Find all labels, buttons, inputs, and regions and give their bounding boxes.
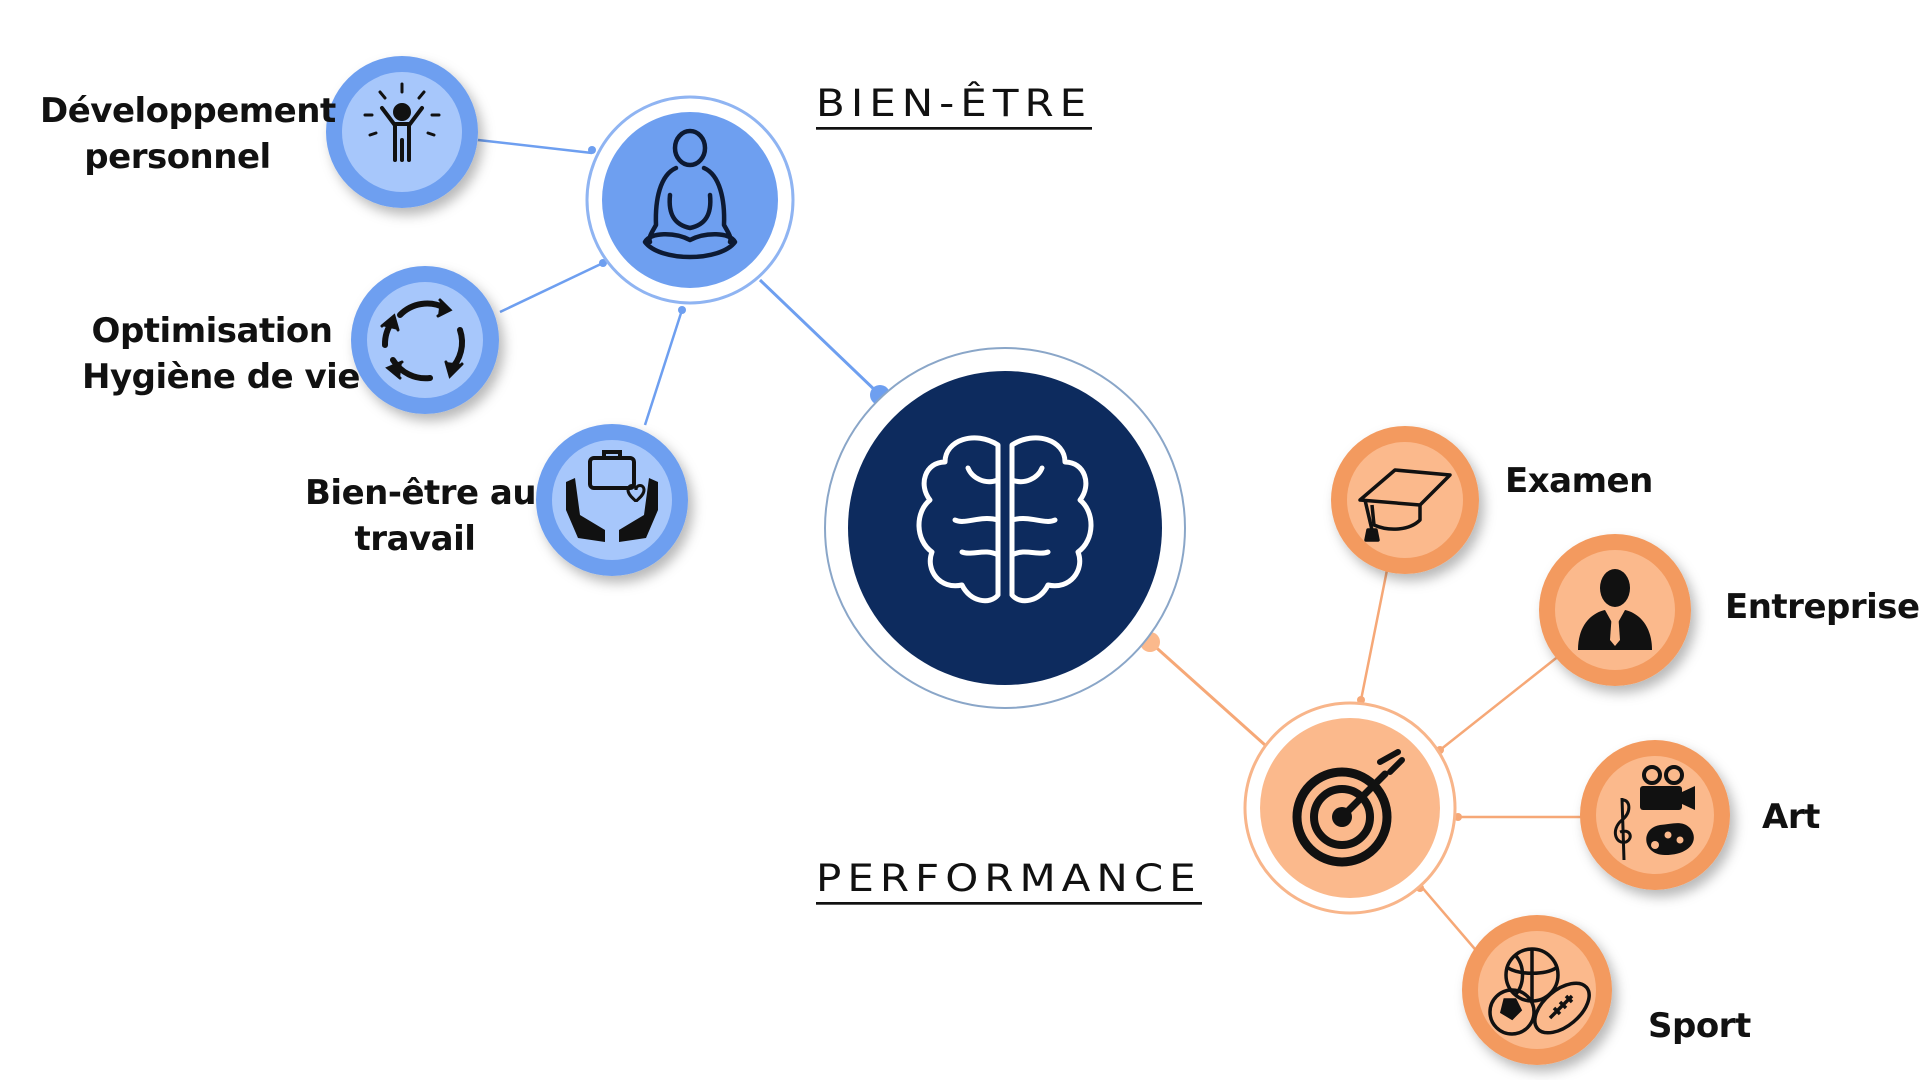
center-hub <box>824 347 1186 709</box>
label-line: Bien-être au <box>305 473 537 513</box>
label-sport: Sport <box>1648 1006 1751 1046</box>
node-art <box>1580 740 1730 890</box>
person-radiating-icon <box>363 82 441 162</box>
label-examen: Examen <box>1505 461 1653 501</box>
wellbeing-hub <box>585 95 795 305</box>
connector-sport <box>1419 884 1481 956</box>
label-dev-perso: Développement personnel <box>40 88 336 180</box>
node-hygiene <box>351 266 499 414</box>
businessman-icon <box>1578 569 1652 650</box>
heading-wellbeing: BIEN-ÊTRE <box>816 82 1093 130</box>
meditation-icon <box>642 128 738 260</box>
node-sport <box>1462 915 1612 1065</box>
hands-briefcase-heart-icon <box>566 450 658 542</box>
connector-dev-perso <box>477 138 593 155</box>
connector-hygiene <box>499 261 604 314</box>
performance-hub <box>1243 701 1457 915</box>
heading-performance: PERFORMANCE <box>816 857 1202 905</box>
connector-entreprise <box>1439 654 1561 751</box>
connectors <box>477 138 1585 956</box>
label-travail: Bien-être au travail <box>305 470 537 562</box>
graduation-cap-icon <box>1358 468 1452 542</box>
connector-wellbeing-center <box>758 278 882 397</box>
brain-icon <box>916 435 1094 604</box>
connector-examen <box>1359 564 1390 701</box>
node-dev-perso <box>326 56 478 208</box>
label-line: Optimisation <box>91 311 333 351</box>
camera-palette-music-icon <box>1613 765 1695 861</box>
sport-balls-icon <box>1488 947 1591 1036</box>
connector-center-performance <box>1148 640 1267 747</box>
node-travail <box>536 424 688 576</box>
node-entreprise <box>1539 534 1691 686</box>
connector-travail <box>643 309 684 426</box>
dot <box>678 306 686 314</box>
cycle-arrows-icon <box>380 298 465 382</box>
target-arrow-icon <box>1292 749 1405 867</box>
dot <box>599 259 607 267</box>
label-line: personnel <box>84 137 271 177</box>
label-art: Art <box>1762 797 1820 837</box>
dot <box>588 146 596 154</box>
label-hygiene: Optimisation Hygiène de vie <box>82 308 360 400</box>
label-line: travail <box>354 519 476 559</box>
label-entreprise: Entreprise <box>1725 587 1920 627</box>
label-line: Hygiène de vie <box>82 357 360 397</box>
label-line: Développement <box>40 91 336 131</box>
node-examen <box>1331 426 1479 574</box>
